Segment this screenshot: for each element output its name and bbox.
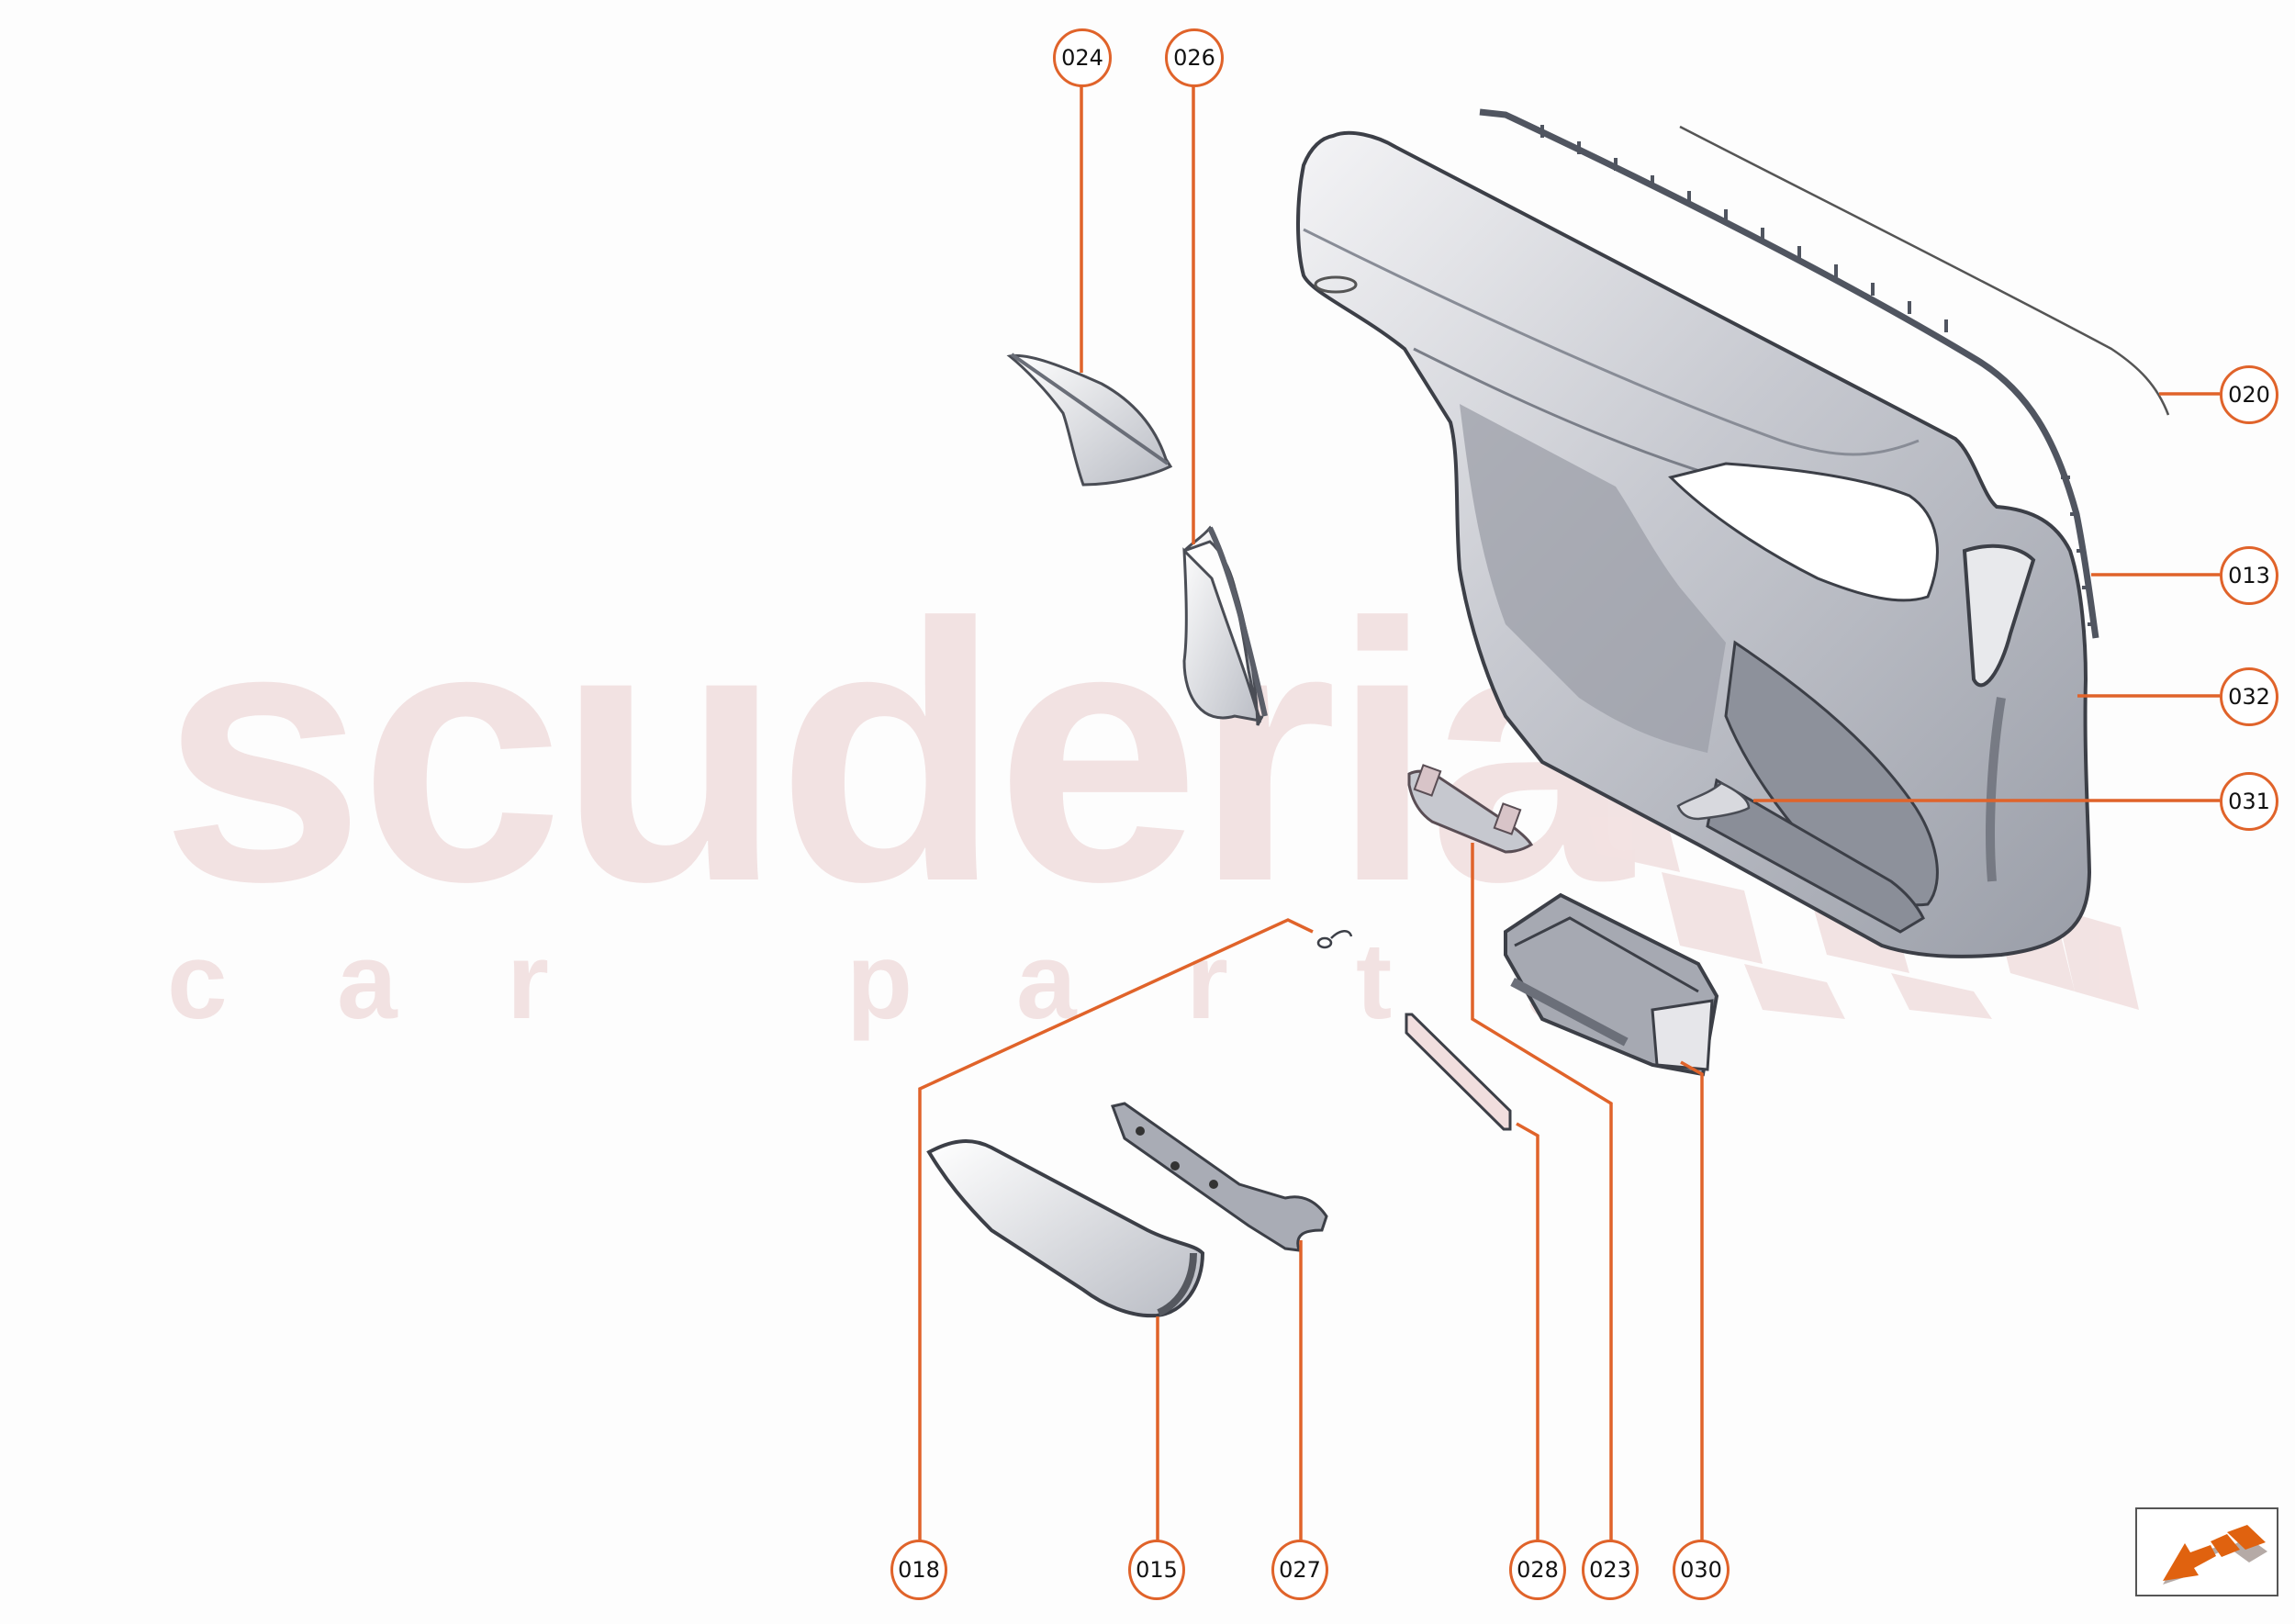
part-018-spring bbox=[1316, 930, 1353, 949]
part-027-carrier bbox=[1110, 1102, 1328, 1252]
callout-013[interactable]: 013 bbox=[2220, 546, 2278, 605]
part-015-armrest bbox=[926, 1139, 1205, 1318]
callout-015[interactable]: 015 bbox=[1128, 1540, 1185, 1600]
watermark-scuderia: scuderia bbox=[161, 547, 1632, 958]
watermark-letter: a bbox=[1016, 921, 1077, 1042]
watermark-letter: r bbox=[507, 921, 549, 1042]
leader-030 bbox=[1680, 1060, 1704, 1540]
leader-018 bbox=[918, 918, 1314, 1540]
leader-lines bbox=[918, 85, 2220, 1540]
leader-023 bbox=[1471, 843, 1613, 1540]
part-024-trim bbox=[1006, 353, 1173, 487]
part-032-door-panel bbox=[1296, 130, 2092, 958]
part-028-strip bbox=[1405, 1013, 1512, 1131]
previous-page-button[interactable] bbox=[2135, 1507, 2278, 1596]
callout-018[interactable]: 018 bbox=[890, 1540, 947, 1600]
callout-024[interactable]: 024 bbox=[1053, 28, 1112, 87]
callout-030[interactable]: 030 bbox=[1673, 1540, 1730, 1600]
previous-page-arrow-icon bbox=[2163, 1525, 2267, 1585]
part-020-wire bbox=[1679, 125, 2170, 416]
watermark-letter: t bbox=[1356, 921, 1393, 1042]
callout-027[interactable]: 027 bbox=[1271, 1540, 1328, 1600]
callout-023[interactable]: 023 bbox=[1582, 1540, 1639, 1600]
callout-028[interactable]: 028 bbox=[1509, 1540, 1566, 1600]
leader-028 bbox=[1516, 1122, 1539, 1540]
callout-031[interactable]: 031 bbox=[2220, 772, 2278, 831]
watermark-letter: c bbox=[167, 921, 228, 1042]
callout-026[interactable]: 026 bbox=[1165, 28, 1224, 87]
watermark-letter: r bbox=[1186, 921, 1228, 1042]
part-031-clip bbox=[1676, 781, 1751, 821]
callout-020[interactable]: 020 bbox=[2220, 365, 2278, 424]
callout-032[interactable]: 032 bbox=[2220, 667, 2278, 726]
watermark-letter: a bbox=[337, 921, 397, 1042]
watermark-letter: p bbox=[846, 921, 913, 1042]
